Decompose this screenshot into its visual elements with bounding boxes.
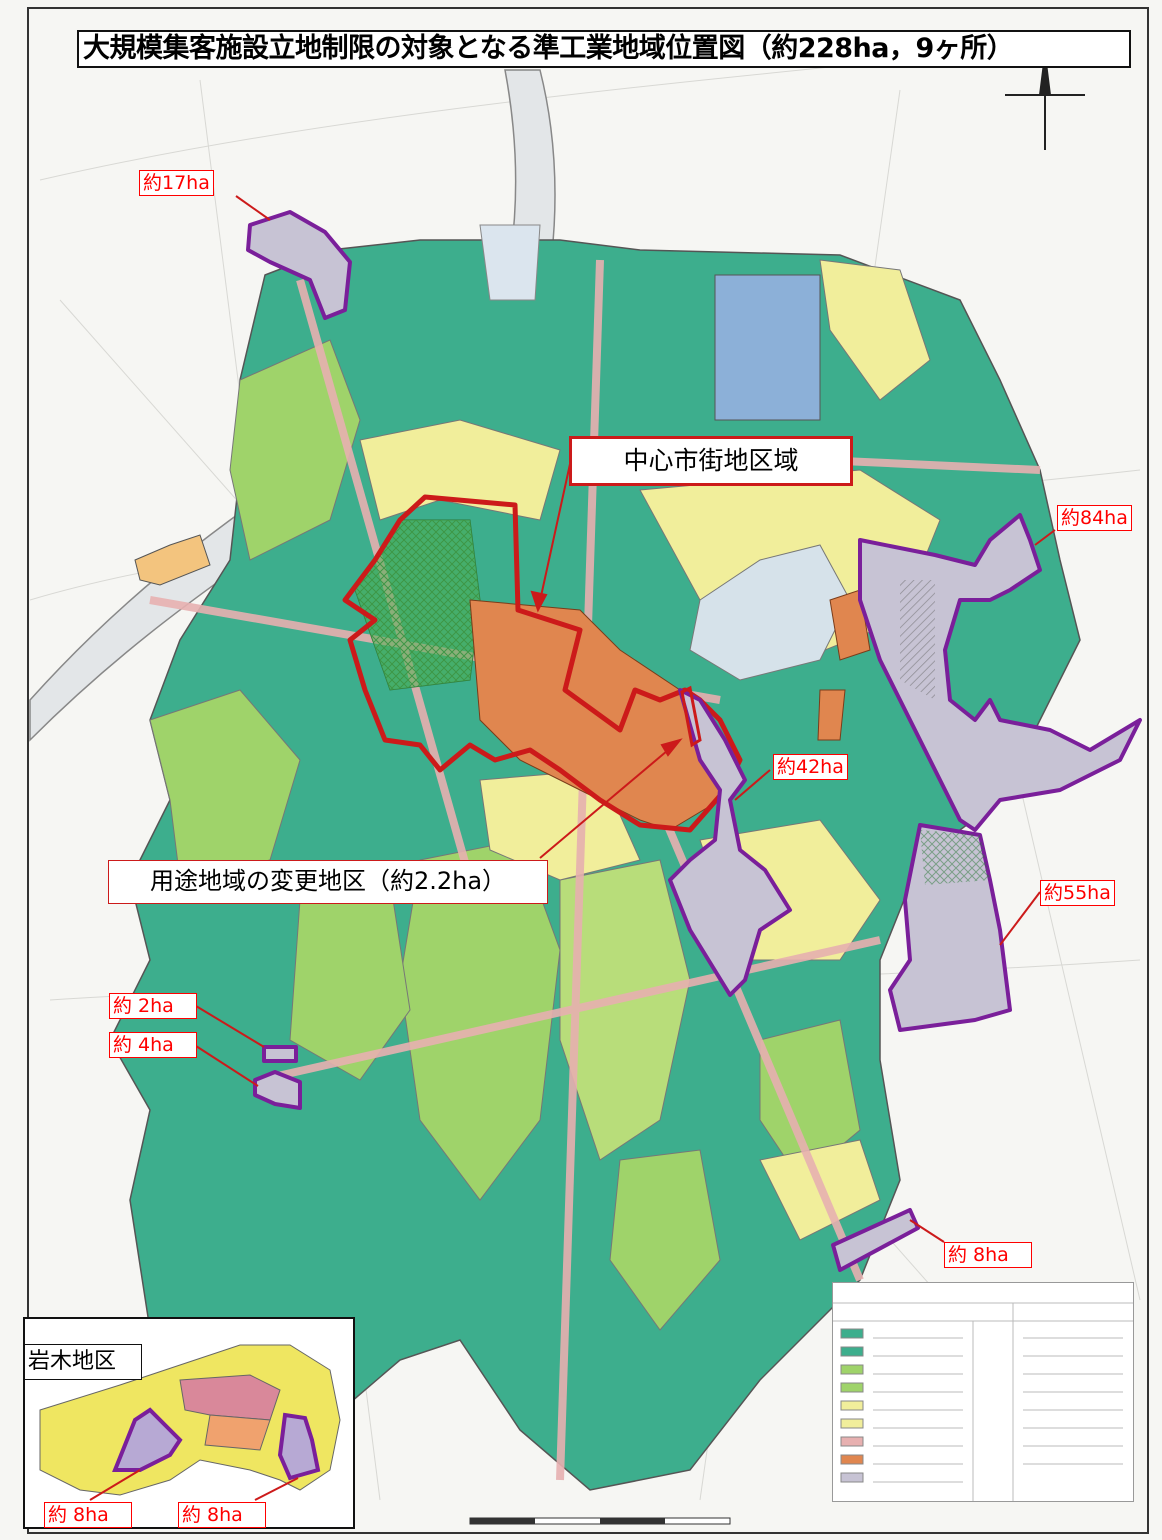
- inset-label-8ha-right: 約 8ha: [178, 1502, 266, 1528]
- area-label-8ha-east: 約 8ha: [944, 1242, 1032, 1268]
- area-label-42ha: 約42ha: [773, 754, 848, 780]
- compass-icon: [1005, 50, 1085, 150]
- area-label-84ha: 約84ha: [1057, 505, 1132, 531]
- area-label-55ha: 約55ha: [1040, 880, 1115, 906]
- zoning-change-area: [680, 685, 702, 748]
- zone-2ha: [262, 1045, 298, 1063]
- zoning-change-callout: 用途地域の変更地区（約2.2ha）: [108, 860, 548, 904]
- legend-swatches: [833, 1302, 1133, 1501]
- zone-42ha: [668, 688, 792, 997]
- inset-label-8ha-left: 約 8ha: [44, 1502, 132, 1528]
- central-district-callout: 中心市街地区域: [569, 436, 853, 486]
- map-title: 大規模集客施設立地制限の対象となる準工業地域位置図（約228ha，9ヶ所）: [77, 30, 1131, 68]
- iwaki-inset-map: [23, 1317, 355, 1529]
- zone-8ha-east: [831, 1208, 920, 1272]
- map-legend: [832, 1282, 1134, 1502]
- inset-title: 岩木地区: [24, 1344, 142, 1380]
- area-label-17ha: 約17ha: [139, 170, 214, 196]
- central-district-boundary: [342, 494, 743, 833]
- zone-4ha: [253, 1070, 302, 1110]
- area-label-4ha: 約 4ha: [109, 1032, 197, 1058]
- zone-17ha: [246, 210, 352, 320]
- area-label-2ha: 約 2ha: [109, 993, 197, 1019]
